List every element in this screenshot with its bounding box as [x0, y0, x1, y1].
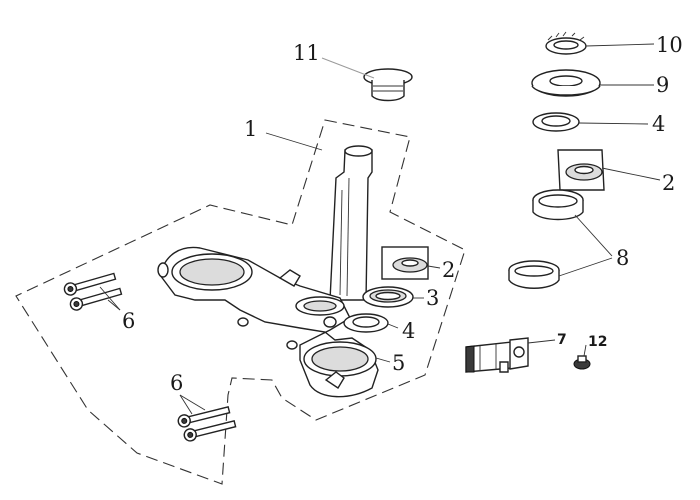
bearing-center: [381, 246, 429, 280]
callout-1: 1: [244, 117, 257, 141]
leader-6-lower-b: [179, 394, 206, 411]
lock-nut: [545, 31, 587, 55]
callout-3: 3: [426, 286, 439, 310]
bolts-upper-left: [63, 272, 123, 311]
bearing-race-upper: [532, 189, 584, 221]
lower-triple-clamp: [157, 246, 379, 398]
bolts-lower-left: [177, 406, 237, 442]
leader-4-center: [387, 323, 399, 329]
cable-clamp: [465, 337, 529, 373]
callout-9: 9: [656, 73, 669, 97]
callout-5: 5: [392, 351, 405, 375]
race-cover: [531, 69, 601, 97]
leader-8-a: [574, 214, 613, 257]
washer-center: [343, 313, 389, 333]
leader-5: [375, 357, 391, 363]
callout-2-upper: 2: [662, 171, 675, 195]
callout-6-upper: 6: [122, 309, 135, 333]
leader-12: [583, 344, 587, 357]
bearing-upper: [557, 149, 605, 191]
stem-cap-nut: [363, 68, 413, 102]
leader-4-upper: [578, 122, 649, 125]
small-bolt: [573, 355, 591, 370]
callout-10: 10: [656, 33, 683, 57]
leader-2-center: [427, 265, 441, 269]
callout-8: 8: [616, 246, 629, 270]
leader-2-upper: [601, 167, 661, 181]
steering-stem: [329, 145, 373, 301]
bearing-race-lower: [508, 260, 560, 289]
dust-seal: [362, 286, 414, 308]
callout-6-lower: 6: [170, 371, 183, 395]
callout-12: 12: [588, 334, 607, 350]
leader-7: [527, 339, 556, 344]
leader-8-b: [558, 257, 613, 277]
leader-10: [585, 43, 655, 47]
leader-1: [265, 132, 323, 151]
leader-6-upper-a: [99, 286, 121, 311]
callout-2-center: 2: [442, 258, 455, 282]
leader-6-upper-b: [107, 299, 121, 311]
callout-11: 11: [293, 41, 320, 65]
callout-4-center: 4: [402, 319, 415, 343]
callout-7: 7: [557, 332, 567, 348]
leader-11: [321, 57, 375, 79]
leader-6-lower-a: [179, 394, 193, 415]
assembly-boundary: [15, 119, 466, 485]
callout-4-upper: 4: [652, 112, 665, 136]
washer-upper: [532, 112, 580, 132]
